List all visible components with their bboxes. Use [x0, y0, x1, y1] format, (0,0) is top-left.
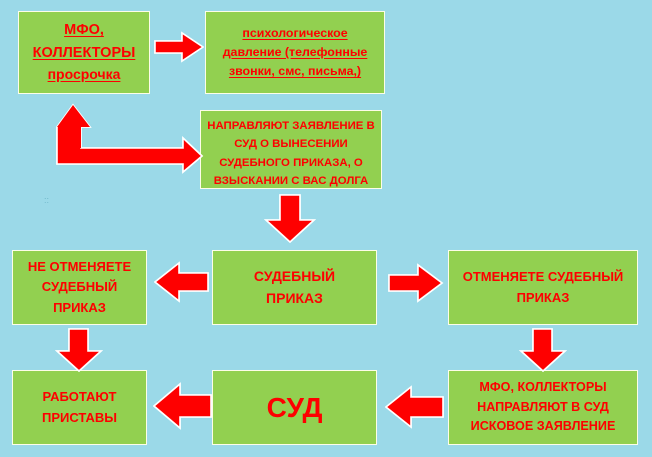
box-line: ПРИКАЗ [516, 289, 570, 305]
box-judicial-order: СУДЕБНЫЙ ПРИКАЗ [212, 250, 377, 325]
arrow-down-icon [54, 328, 104, 372]
arrow-down-icon [263, 194, 317, 243]
box-line: НАПРАВЛЯЮТ В СУД [477, 399, 609, 414]
box-line: звонки, смс, письма,) [228, 64, 362, 79]
arrow-right-icon [154, 31, 204, 63]
box-line: психологическое [242, 25, 348, 40]
box-line: ВЗЫСКАНИИ С ВАС ДОЛГА [213, 175, 369, 188]
box-line: СУДЕБНЫЙ [41, 279, 118, 295]
box-line: ПРИКАЗ [53, 299, 106, 315]
box-line: СУДЕБНОГО ПРИКАЗА, О [219, 156, 363, 169]
box-line: МФО, КОЛЛЕКТОРЫ [479, 380, 607, 395]
box-line: НАПРАВЛЯЮТ ЗАЯВЛЕНИЕ В [207, 120, 375, 132]
box-line: НЕ ОТМЕНЯЕТЕ [27, 259, 132, 275]
box-do-not-cancel-order: НЕ ОТМЕНЯЕТЕ СУДЕБНЫЙ ПРИКАЗ [12, 250, 147, 325]
box-line: СУД О ВЫНЕСЕНИИ [234, 138, 348, 151]
box-court: СУД [212, 370, 377, 445]
box-line: МФО, [64, 22, 104, 39]
box-court-order-request: НАПРАВЛЯЮТ ЗАЯВЛЕНИЕ В СУД О ВЫНЕСЕНИИ С… [200, 110, 382, 189]
box-lawsuit-claim: МФО, КОЛЛЕКТОРЫ НАПРАВЛЯЮТ В СУД ИСКОВОЕ… [448, 370, 638, 445]
box-line: ИСКОВОЕ ЗАЯВЛЕНИЕ [470, 419, 616, 434]
box-bailiffs-work: РАБОТАЮТ ПРИСТАВЫ [12, 370, 147, 445]
box-mfo-collectors: МФО, КОЛЛЕКТОРЫ просрочка [18, 11, 150, 94]
box-line: ПРИСТАВЫ [41, 409, 118, 425]
box-line: СУДЕБНЫЙ [253, 267, 336, 284]
arrow-elbow-up-right-icon [52, 100, 206, 174]
box-line: ПРИКАЗ [266, 289, 323, 306]
arrow-left-icon [154, 261, 210, 303]
box-line: просрочка [47, 66, 121, 83]
box-line: ОТМЕНЯЕТЕ СУДЕБНЫЙ [462, 269, 624, 285]
arrow-left-icon [385, 385, 445, 429]
arrow-right-icon [388, 263, 444, 303]
box-cancel-order: ОТМЕНЯЕТЕ СУДЕБНЫЙ ПРИКАЗ [448, 250, 638, 325]
box-line: РАБОТАЮТ [42, 389, 117, 405]
box-line: КОЛЛЕКТОРЫ [32, 44, 136, 61]
arrow-left-icon [153, 382, 213, 430]
box-line: СУД [266, 391, 323, 423]
artifact-marks: :: [44, 195, 50, 205]
box-psychological-pressure: психологическое давление (телефонные зво… [205, 11, 385, 94]
box-line: давление (телефонные [222, 44, 368, 59]
arrow-down-icon [518, 328, 568, 372]
